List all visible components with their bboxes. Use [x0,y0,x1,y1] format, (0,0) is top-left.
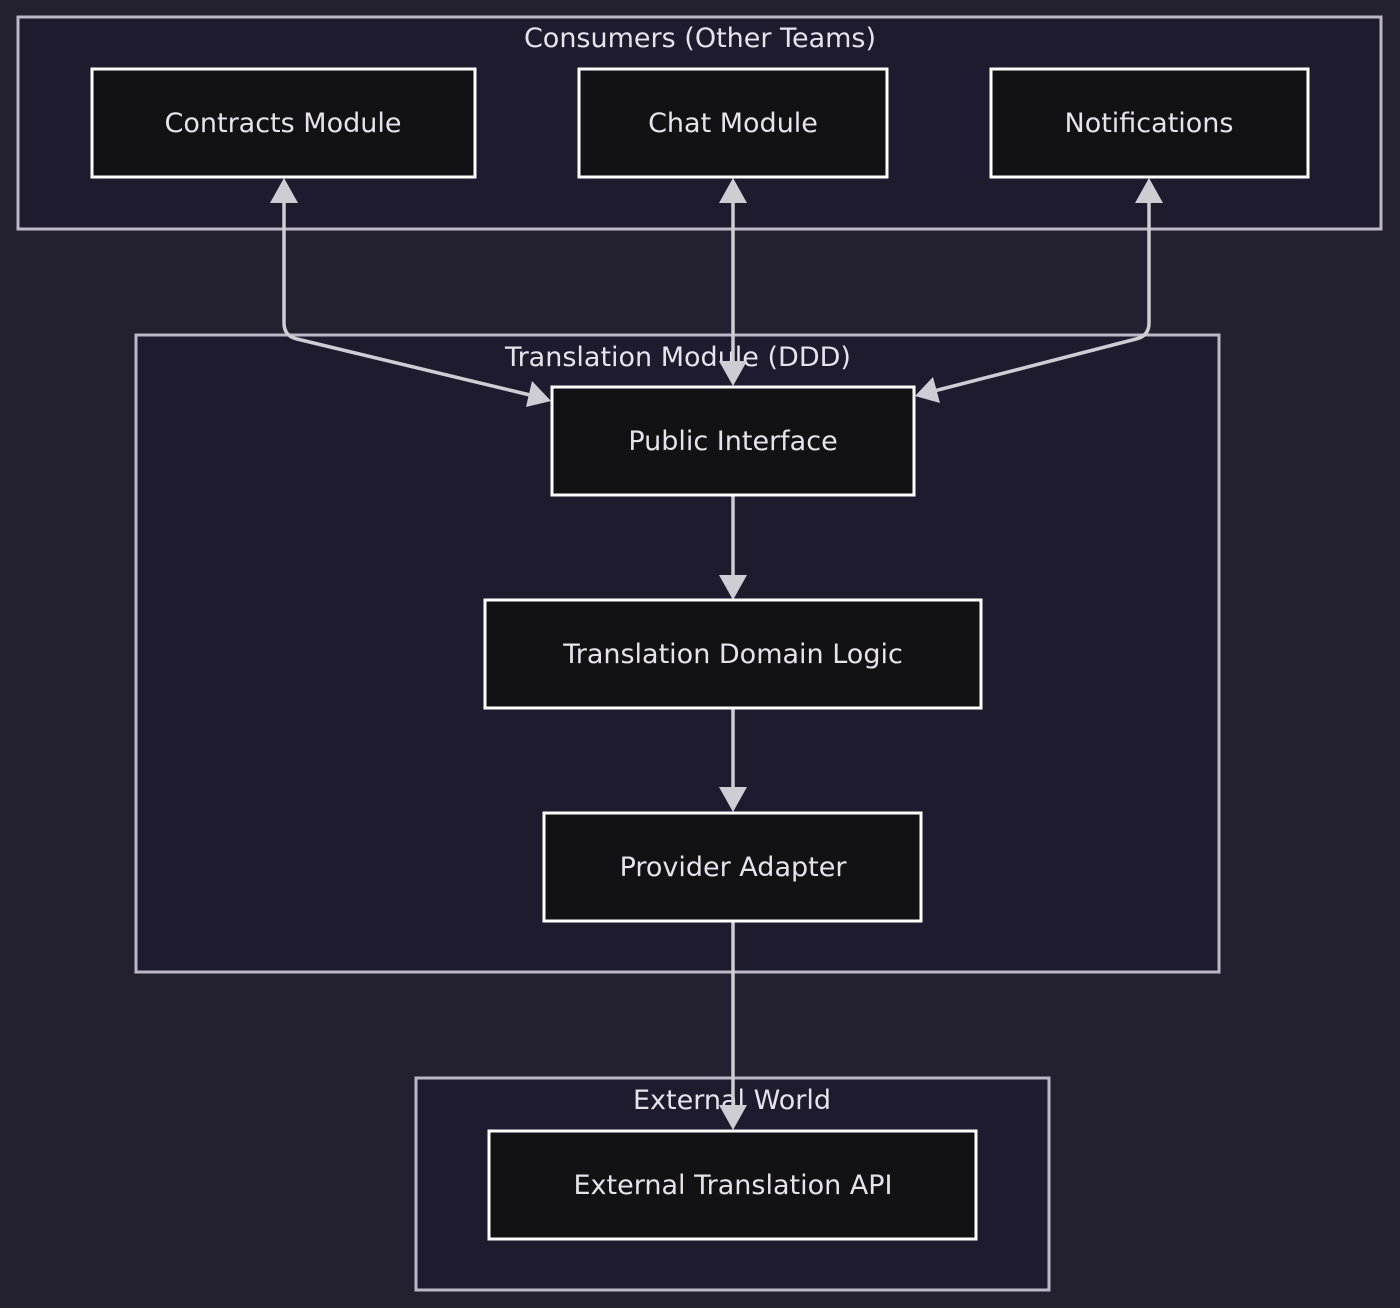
node-chat-module[interactable]: Chat Module [577,67,889,179]
arrowhead-up-chat [719,178,747,203]
arrowhead-to-external-api [719,1105,747,1130]
arrowhead-to-domain-logic [719,575,747,600]
arrowhead-up-notifications [1135,178,1163,203]
arrowhead-up-contracts [270,178,298,203]
node-external-translation-api-box[interactable] [487,1129,978,1241]
node-provider-adapter-box[interactable] [542,811,923,923]
edges [282,200,1151,1108]
node-public-interface-label: Public Interface [628,426,837,457]
node-chat-module-box[interactable] [577,67,889,179]
node-translation-domain-logic[interactable]: Translation Domain Logic [483,598,983,710]
arrowhead-notifications-to-public-interface [915,377,940,403]
node-contracts-module[interactable]: Contracts Module [90,67,477,179]
group-translation-module-title: Translation Module (DDD) [504,342,851,373]
node-notifications-box[interactable] [989,67,1310,179]
arrowhead-chat-to-public-interface [719,361,747,386]
node-notifications-label: Notifications [1065,108,1234,139]
node-contracts-module-box[interactable] [90,67,477,179]
node-translation-domain-logic-box[interactable] [483,598,983,710]
arrowhead-to-provider-adapter [719,787,747,812]
group-consumers-title: Consumers (Other Teams) [524,23,876,54]
node-provider-adapter[interactable]: Provider Adapter [542,811,923,923]
node-public-interface[interactable]: Public Interface [550,385,916,497]
node-provider-adapter-label: Provider Adapter [620,852,848,883]
node-contracts-module-label: Contracts Module [165,108,402,139]
node-public-interface-box[interactable] [550,385,916,497]
node-chat-module-label: Chat Module [648,108,818,139]
edge-contracts-public-interface [282,200,531,397]
arrowhead-contracts-to-public-interface [526,381,551,407]
node-external-translation-api-label: External Translation API [573,1170,892,1201]
node-notifications[interactable]: Notifications [989,67,1310,179]
node-external-translation-api[interactable]: External Translation API [487,1129,978,1241]
arrowheads [270,178,1163,1130]
node-translation-domain-logic-label: Translation Domain Logic [562,639,903,670]
edge-notifications-public-interface [933,200,1151,393]
